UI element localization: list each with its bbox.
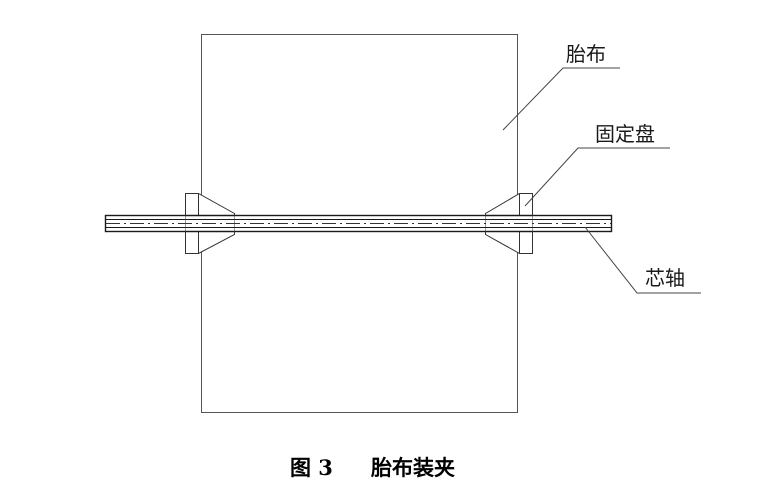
figure-number: 图 3 bbox=[290, 455, 333, 480]
leader-line-core-shaft bbox=[584, 226, 701, 294]
leader-line-fixed-disc bbox=[524, 147, 670, 207]
figure-title: 胎布装夹 bbox=[371, 455, 455, 480]
label-core-shaft: 芯轴 bbox=[645, 266, 685, 290]
label-fabric: 胎布 bbox=[566, 42, 606, 66]
leader-line-fabric bbox=[502, 67, 620, 131]
label-fixed-disc: 固定盘 bbox=[595, 122, 655, 146]
